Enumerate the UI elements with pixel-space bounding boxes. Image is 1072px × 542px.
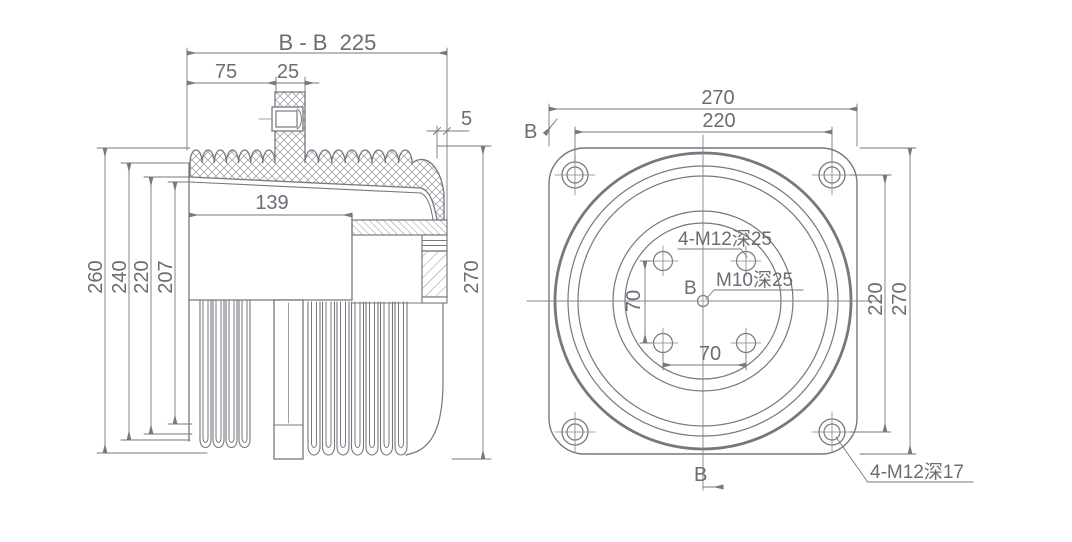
dim-text-207: 207 bbox=[155, 260, 177, 293]
flange-plate-section bbox=[351, 219, 448, 236]
dim-220-top bbox=[574, 126, 833, 163]
fins-left-group bbox=[199, 299, 251, 449]
dim-text-220-right: 220 bbox=[865, 282, 887, 315]
fins-right-group bbox=[307, 301, 408, 456]
dim-text-270-left-view: 270 bbox=[461, 260, 483, 293]
dim-270-left-view bbox=[436, 145, 492, 460]
center-point-label: B bbox=[684, 278, 697, 299]
dim-text-70-horizontal: 70 bbox=[699, 343, 721, 365]
section-arrow-top bbox=[542, 118, 558, 137]
dim-text-220-left: 220 bbox=[131, 260, 153, 293]
dim-text-270-right: 270 bbox=[889, 282, 911, 315]
dim-text-270-top: 270 bbox=[701, 87, 734, 109]
label-corner-holes: 4-M12深17 bbox=[870, 461, 964, 483]
dim-text-260: 260 bbox=[85, 260, 107, 293]
conductor-stem-block bbox=[273, 299, 304, 460]
label-inner-holes-leader bbox=[677, 248, 748, 258]
center-hole bbox=[691, 289, 715, 313]
flange-ring-stack bbox=[351, 234, 448, 304]
dim-text-240: 240 bbox=[109, 260, 131, 293]
dim-70-vertical bbox=[639, 260, 653, 344]
label-corner-holes-leader bbox=[835, 436, 974, 483]
epoxy-body-section bbox=[189, 91, 445, 221]
dim-225 bbox=[186, 47, 448, 221]
dim-text-220-top: 220 bbox=[702, 110, 735, 132]
label-inner-holes: 4-M12深25 bbox=[678, 228, 772, 250]
dim-270-top bbox=[548, 103, 858, 147]
label-center-hole: M10深25 bbox=[716, 269, 793, 291]
section-marker-b-top: B bbox=[524, 121, 537, 143]
flange-front-view: 270 220 220 270 70 70 bbox=[524, 87, 974, 491]
dim-text-25: 25 bbox=[277, 61, 299, 83]
dim-text-139: 139 bbox=[255, 192, 288, 214]
stem-insert bbox=[258, 106, 304, 132]
dim-text-5: 5 bbox=[461, 108, 472, 130]
inner-liner-line bbox=[189, 181, 434, 221]
dim-75-25 bbox=[186, 76, 320, 94]
dim-70-horizontal bbox=[662, 351, 747, 371]
section-view-b-b: B - B 225 75 25 5 139 bbox=[85, 30, 492, 460]
dim-270-right bbox=[859, 147, 917, 455]
skirt-right-edge bbox=[405, 302, 444, 456]
dim-text-70-vertical: 70 bbox=[623, 290, 645, 312]
section-marker-b-bottom: B bbox=[694, 464, 707, 486]
dim-207 bbox=[167, 181, 193, 425]
dim-240 bbox=[120, 162, 191, 441]
label-center-hole-leader bbox=[705, 289, 804, 300]
section-title: B - B bbox=[279, 30, 328, 55]
dim-260 bbox=[96, 147, 208, 454]
dim-text-225: 225 bbox=[340, 30, 377, 55]
dim-5 bbox=[426, 125, 470, 159]
dim-220-right bbox=[849, 174, 892, 433]
dim-text-75: 75 bbox=[215, 61, 237, 83]
dim-220-left bbox=[143, 176, 193, 435]
